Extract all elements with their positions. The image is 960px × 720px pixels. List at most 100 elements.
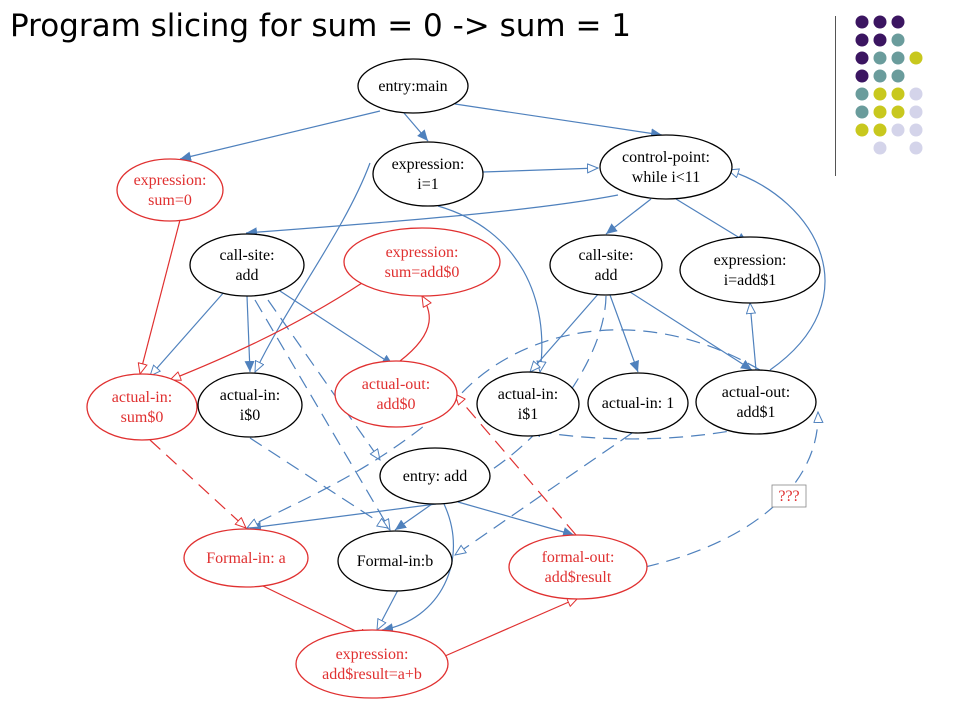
node-control-point: control-point: while i<11 xyxy=(599,134,733,200)
decorative-dot xyxy=(873,69,887,83)
node-shape xyxy=(116,158,224,222)
node-label: add xyxy=(594,267,617,284)
dependence-edge xyxy=(728,170,826,371)
slice-edge xyxy=(444,597,578,657)
dependence-edge xyxy=(179,110,381,162)
decorative-dot xyxy=(891,33,905,47)
node-callsite-add-left: call-site: add xyxy=(189,233,305,297)
decorative-dot xyxy=(909,87,923,101)
node-actual-in-1: actual-in: 1 xyxy=(587,372,689,434)
node-label: expression: xyxy=(714,252,787,269)
node-label: i$1 xyxy=(518,406,538,423)
dependence-edge xyxy=(675,198,749,244)
node-label: control-point: xyxy=(622,149,710,166)
node-shape xyxy=(508,534,648,600)
node-label: i=1 xyxy=(417,176,438,193)
unknown-edge-label: ??? xyxy=(778,488,799,505)
node-label: add$result=a+b xyxy=(322,666,422,683)
node-label: actual-in: xyxy=(112,389,172,406)
decorative-dot xyxy=(873,15,887,29)
dependence-edge xyxy=(245,194,619,238)
dependence-edge xyxy=(381,503,454,634)
nodes-layer: entry:main expression: sum=0 expression: i=1… xyxy=(86,58,821,699)
node-label: entry: add xyxy=(403,468,467,485)
node-label: sum=add$0 xyxy=(385,264,460,281)
dependence-edge xyxy=(244,295,255,373)
dependence-edge xyxy=(394,503,433,531)
dependence-edge xyxy=(377,589,399,630)
decorative-dot xyxy=(855,105,869,119)
decorative-dot xyxy=(855,87,869,101)
decorative-dot xyxy=(855,123,869,137)
node-label: add$1 xyxy=(736,404,775,421)
dependence-edge xyxy=(457,501,575,537)
node-expr-sum0: expression: sum=0 xyxy=(116,158,224,222)
dependence-edge xyxy=(482,168,598,172)
dependence-edge xyxy=(454,103,663,139)
node-shape xyxy=(197,372,303,438)
node-label: actual-in: xyxy=(498,386,558,403)
dependence-edge xyxy=(605,198,652,235)
node-label: call-site: xyxy=(219,247,274,264)
node-label: expression: xyxy=(386,244,459,261)
dependence-edge xyxy=(455,432,633,555)
dependence-edge xyxy=(629,291,753,371)
dependence-edge xyxy=(247,329,761,528)
decorative-dot xyxy=(891,15,905,29)
decorative-dot xyxy=(891,87,905,101)
node-entry-add: entry: add xyxy=(379,447,491,505)
decorative-dot xyxy=(855,33,869,47)
node-label: call-site: xyxy=(578,247,633,264)
decorative-dot xyxy=(855,51,869,65)
node-actual-in-i0: actual-in:i$0 xyxy=(197,372,303,438)
decorative-dot xyxy=(891,123,905,137)
node-shape xyxy=(183,528,309,588)
node-label: actual-in: xyxy=(220,387,280,404)
node-shape xyxy=(86,373,198,441)
decorative-dot xyxy=(891,69,905,83)
node-actual-in-i1: actual-in: i$1 xyxy=(476,371,580,437)
node-label: formal-out: xyxy=(542,549,615,566)
node-shape xyxy=(337,530,453,592)
slice-edge xyxy=(455,394,577,536)
node-label: Formal-in: a xyxy=(206,550,286,567)
dependence-edge xyxy=(249,503,437,532)
slice-edge xyxy=(262,585,370,638)
node-callsite-add-right: call-site: add xyxy=(549,234,663,296)
node-shape xyxy=(379,447,491,505)
node-label: expression: xyxy=(392,156,465,173)
node-label: add xyxy=(235,267,258,284)
node-label: expression: xyxy=(134,172,207,189)
node-label: actual-in: 1 xyxy=(602,395,674,412)
decorative-dot xyxy=(855,69,869,83)
dependence-edge xyxy=(750,303,757,371)
node-label: actual-out: xyxy=(722,384,790,401)
node-shape xyxy=(476,371,580,437)
slice-edge xyxy=(140,219,181,374)
decorative-dot xyxy=(873,33,887,47)
dependence-edge xyxy=(279,290,394,366)
dependence-edge xyxy=(403,112,429,142)
node-shape xyxy=(695,369,817,435)
slide-title: Program slicing for sum = 0 -> sum = 1 xyxy=(10,8,632,44)
node-label: sum=0 xyxy=(148,192,192,209)
decorative-dot xyxy=(891,105,905,119)
dependence-edge xyxy=(150,290,226,376)
node-label: while i<11 xyxy=(632,169,700,186)
decorative-dot xyxy=(909,123,923,137)
node-entry-main: entry:main xyxy=(357,58,469,114)
node-expr-i-add: expression:i=add$1 xyxy=(679,236,821,304)
decorative-dot xyxy=(873,123,887,137)
decorative-dot xyxy=(873,105,887,119)
node-label: add$0 xyxy=(376,396,415,413)
node-shape xyxy=(372,141,484,207)
unknown-edge-label-box xyxy=(771,484,807,508)
node-shape xyxy=(587,372,689,434)
decorative-dot xyxy=(909,141,923,155)
node-expr-sum-add: expression: sum=add$0 xyxy=(343,227,501,297)
slice-edge xyxy=(170,282,363,380)
node-shape xyxy=(549,234,663,296)
node-actual-in-sum0: actual-in:sum$0 xyxy=(86,373,198,441)
